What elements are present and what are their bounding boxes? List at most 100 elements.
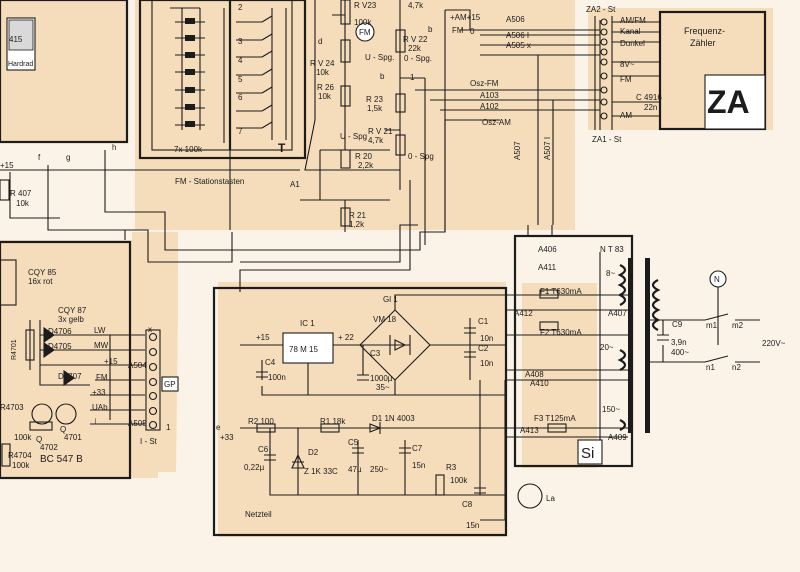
c1-value: 10n xyxy=(480,334,493,343)
cqy87-value: 3x gelb xyxy=(58,315,84,324)
c3-volt: 35~ xyxy=(376,383,390,392)
net-a410: A410 xyxy=(530,379,549,388)
za2-st-label: ZA2 - St xyxy=(586,5,616,14)
tap-6: 6 xyxy=(238,93,243,102)
marker-h: h xyxy=(112,143,116,152)
lamp-uab: UAb xyxy=(92,403,108,412)
rv21-value: 4,7k xyxy=(368,136,384,145)
tap-4: 4 xyxy=(238,56,243,65)
i-st-label: I - St xyxy=(140,437,158,446)
net-a412: A412 xyxy=(514,309,533,318)
za2-amfm: AM/FM xyxy=(620,16,646,25)
r2-label: R2 100 xyxy=(248,417,274,426)
hardrad-label: Hardrad xyxy=(8,61,33,68)
d4705-label: D4705 xyxy=(48,342,72,351)
fuse-labels: A406 A411 A412 A407 A408 A410 A413 A409 … xyxy=(513,137,627,442)
lamp-labels: LW MW +15 FM +33 UAb ⊥ A504 A505 I - St … xyxy=(92,325,171,446)
marker-0: 0 xyxy=(470,27,475,36)
cqy87-label: CQY 87 xyxy=(58,306,87,315)
net-a504: A504 xyxy=(128,361,147,370)
c4-value: 100n xyxy=(268,373,286,382)
m1-label: m1 xyxy=(706,321,718,330)
q4702-value: 4702 xyxy=(40,443,58,452)
ic1-plus22: + 22 xyxy=(338,333,354,342)
mains-label: 220V~ xyxy=(762,339,786,348)
d2-value: Z 1K 33C xyxy=(304,467,338,476)
left-markers: +15 h g f R 407 10k xyxy=(0,143,116,208)
r24-value: 4,7k xyxy=(408,1,424,10)
net-a102: A102 xyxy=(480,102,499,111)
top-left-module-outline xyxy=(0,0,129,144)
za2-kanal: Kanal xyxy=(620,27,641,36)
r1-label: R1 18k xyxy=(320,417,346,426)
net-a506i: A506 I xyxy=(506,31,529,40)
connector-i-st xyxy=(145,329,161,431)
d1-label: D1 1N 4003 xyxy=(372,414,415,423)
net-a407: A407 xyxy=(608,309,627,318)
netzteil-plus33: +33 xyxy=(220,433,234,442)
c2-value: 10n xyxy=(480,359,493,368)
lamp-mw: MW xyxy=(94,341,109,350)
rv24-label: R V 24 xyxy=(310,59,335,68)
r3-label: R3 xyxy=(446,463,457,472)
c4-label: C4 xyxy=(265,358,276,367)
net-a406: A406 xyxy=(538,245,557,254)
marker-b-node: b xyxy=(380,72,385,81)
c4916-label: C 4916 xyxy=(636,93,662,102)
v150-label: 150~ xyxy=(602,405,620,414)
c9-label: C9 xyxy=(672,320,683,329)
v20-label: 20~ xyxy=(600,343,614,352)
u-spg-label: U - Spg. xyxy=(365,53,394,62)
tuner-labels: R V23 100k R V 24 10k R 26 10k 4,7k R V … xyxy=(290,1,434,229)
frequenzzaehler-label-2: Zähler xyxy=(690,38,716,48)
station-key-switches xyxy=(170,7,287,143)
c7-value: 15n xyxy=(412,461,425,470)
c5-label: C5 xyxy=(348,438,359,447)
m2-label: m2 xyxy=(732,321,744,330)
r20-label: R 20 xyxy=(355,152,372,161)
frequenzzaehler-label-1: Frequenz- xyxy=(684,26,725,36)
marker-f: f xyxy=(38,153,41,162)
la-label: La xyxy=(546,494,555,503)
r3-value: 100k xyxy=(450,476,468,485)
neutral-symbol xyxy=(709,270,727,288)
d2-label: D2 xyxy=(308,448,319,457)
net-a507i: A507 I xyxy=(543,137,552,160)
rv23-value: 100k xyxy=(354,18,372,27)
station-keys-inner xyxy=(151,0,293,151)
rv21-label: R V 21 xyxy=(368,127,393,136)
cqy85-value: 16x rot xyxy=(28,277,53,286)
tuner-wiring xyxy=(0,0,601,292)
cqy85-display xyxy=(0,259,17,306)
net-a409: A409 xyxy=(608,433,627,442)
d4706-label: D4706 xyxy=(48,327,72,336)
c2-label: C2 xyxy=(478,344,489,353)
tap-5: 5 xyxy=(238,75,243,84)
a1-label: A1 xyxy=(290,180,300,189)
o-spg2-label: 0 - Spg xyxy=(408,152,434,161)
rv24-value: 10k xyxy=(316,68,330,77)
r20-value: 2,2k xyxy=(358,161,374,170)
net-osz-am: Osz-AM xyxy=(482,118,511,127)
c6-value: 0,22µ xyxy=(244,463,265,472)
marker-g: g xyxy=(66,153,70,162)
net-fm: FM xyxy=(452,26,464,35)
za2-labels: AM/FM Kanal Dunkel 8V~ FM AM C 4916 22n xyxy=(620,16,662,120)
ic1-value: 78 M 15 xyxy=(289,345,318,354)
za-box xyxy=(704,74,766,130)
za2-fm: FM xyxy=(620,75,632,84)
netzteil-wiring xyxy=(240,294,543,521)
rv22-label: R V 22 xyxy=(403,35,428,44)
fuse-wiring xyxy=(505,55,628,460)
r407-value: 10k xyxy=(16,199,30,208)
v8-label: 8~ xyxy=(606,269,615,278)
n1-label: n1 xyxy=(706,363,715,372)
c6-label: C6 xyxy=(258,445,269,454)
rv22-value: 22k xyxy=(408,44,422,53)
netzteil-label: Netzteil xyxy=(245,510,272,519)
display-module-outline xyxy=(0,240,132,480)
marker-plus15: +15 xyxy=(0,161,14,170)
gp-label: GP xyxy=(164,380,176,389)
gl1-value: VM 18 xyxy=(373,315,397,324)
q4701-label: Q xyxy=(60,425,66,434)
